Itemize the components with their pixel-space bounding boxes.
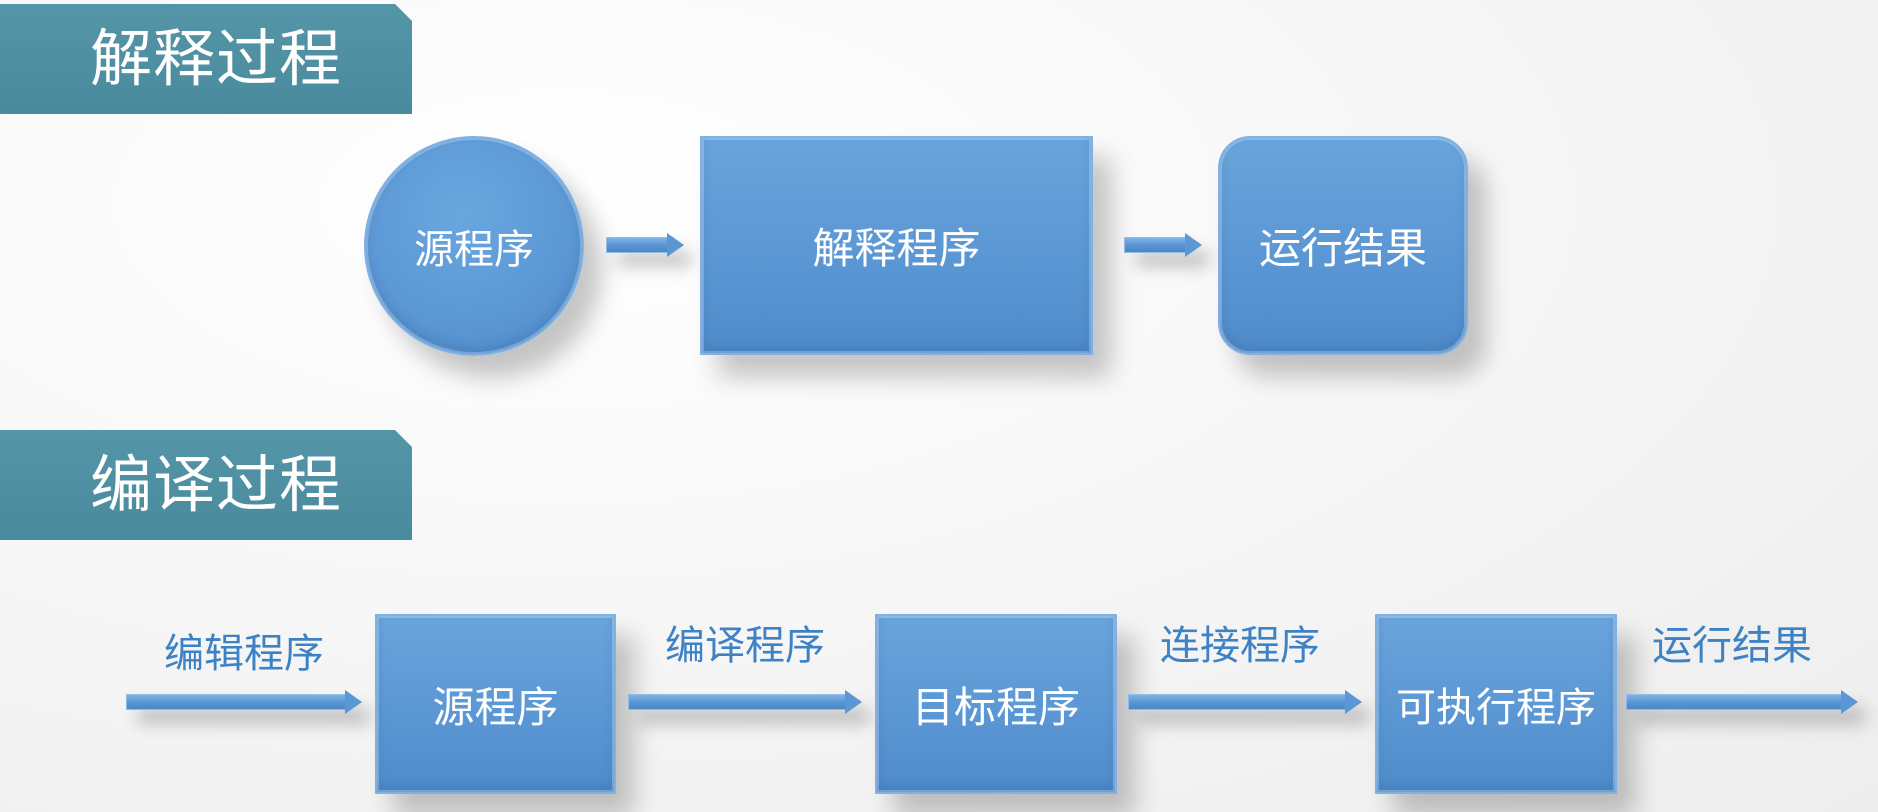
arrow-source-to-target: [628, 690, 862, 714]
arrow-head-icon: [345, 690, 362, 714]
edit-program-label: 编辑程序: [164, 631, 324, 677]
target-program-label: 目标程序: [911, 682, 1080, 732]
arrow-shaft: [1128, 694, 1346, 710]
arrow-head-icon: [1841, 690, 1858, 714]
interpreter-label: 解释程序: [812, 224, 981, 273]
arrow-executable-to-result: [1626, 690, 1858, 714]
arrow-shaft: [606, 237, 668, 253]
executable-program-label: 可执行程序: [1396, 685, 1596, 731]
interpret-section-title: 解释过程: [90, 22, 343, 95]
executable-program-node: 可执行程序: [1375, 614, 1617, 794]
arrow-shaft: [1124, 237, 1186, 253]
interpret-source-label: 源程序: [414, 227, 534, 273]
compile-program-label: 编译程序: [665, 623, 825, 669]
arrow-edit-to-source: [126, 690, 362, 714]
compile-section-header: 编译过程: [0, 430, 412, 540]
compile-section-title: 编译过程: [90, 448, 343, 521]
arrow-head-icon: [1185, 233, 1202, 257]
arrow-shaft: [126, 694, 346, 710]
arrow-head-icon: [1345, 690, 1362, 714]
arrow-target-to-executable: [1128, 690, 1362, 714]
interpret-result-label: 运行结果: [1258, 224, 1427, 273]
interpreter-node: 解释程序: [700, 136, 1093, 355]
link-program-label: 连接程序: [1160, 623, 1320, 669]
arrow-head-icon: [845, 690, 862, 714]
interpret-result-node: 运行结果: [1218, 136, 1468, 355]
compile-source-label: 源程序: [432, 682, 559, 732]
arrow-source-to-interpreter: [606, 233, 684, 257]
target-program-node: 目标程序: [875, 614, 1117, 794]
arrow-shaft: [1626, 694, 1842, 710]
arrow-shaft: [628, 694, 846, 710]
compile-source-node: 源程序: [375, 614, 616, 794]
arrow-interpreter-to-result: [1124, 233, 1202, 257]
interpret-section-header: 解释过程: [0, 4, 412, 114]
run-result-label: 运行结果: [1652, 623, 1812, 669]
arrow-head-icon: [667, 233, 684, 257]
interpret-source-node: 源程序: [364, 136, 584, 356]
